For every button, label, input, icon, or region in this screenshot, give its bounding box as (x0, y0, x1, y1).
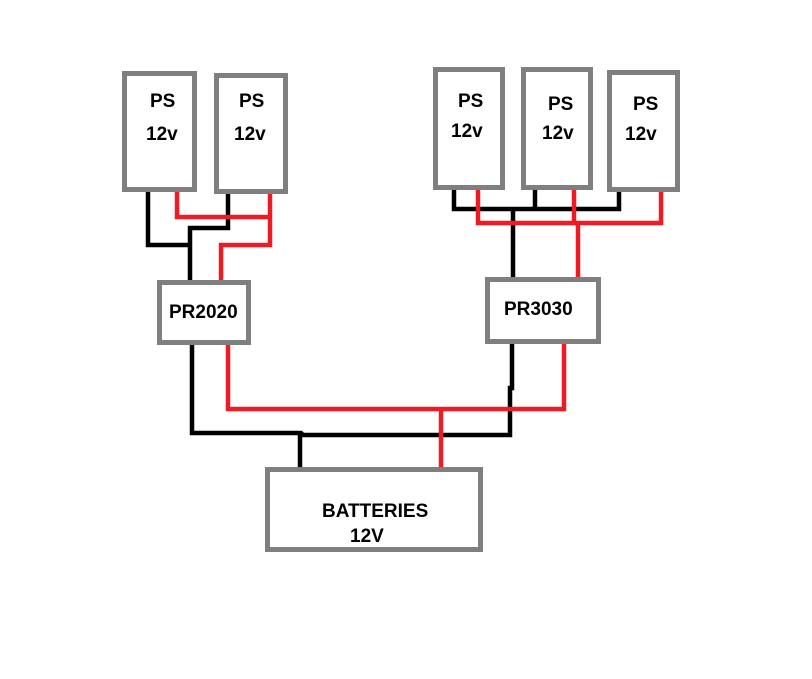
wire-negative-ps2-pr2020 (187, 192, 231, 282)
power-supply-2: PS 12v (214, 73, 288, 194)
power-supply-label: PS (150, 91, 176, 112)
wire-positive-ps2-pr2020 (218, 192, 273, 282)
regulator-pr2020: PR2020 (157, 280, 251, 345)
regulator-label: PR3030 (504, 299, 573, 320)
batteries: BATTERIES 12V (265, 467, 483, 552)
power-supply-label: PS (239, 91, 265, 112)
batteries-voltage: 12V (350, 526, 384, 547)
power-supply-voltage: 12v (451, 121, 483, 142)
power-supply-3: PS 12v (433, 67, 505, 190)
power-supply-label: PS (548, 94, 574, 115)
power-supply-voltage: 12v (146, 124, 178, 145)
batteries-label: BATTERIES (322, 501, 429, 522)
wire-positive-bus-right (475, 189, 664, 226)
power-supply-label: PS (633, 94, 659, 115)
power-supply-4: PS 12v (521, 67, 593, 190)
power-supply-1: PS 12v (122, 71, 197, 192)
power-supply-voltage: 12v (625, 124, 657, 145)
power-supply-voltage: 12v (542, 123, 574, 144)
wire-negative-ps1-pr2020 (145, 190, 190, 248)
regulator-label: PR2020 (169, 302, 238, 323)
power-supply-5: PS 12v (607, 70, 680, 192)
wire-negative-pr2020-battery (189, 341, 515, 438)
power-supply-label: PS (458, 91, 484, 112)
power-supply-voltage: 12v (234, 124, 266, 145)
wire-positive-regulators-battery (225, 341, 567, 412)
wire-positive-ps1-bus (174, 192, 270, 220)
regulator-pr3030: PR3030 (485, 277, 601, 344)
